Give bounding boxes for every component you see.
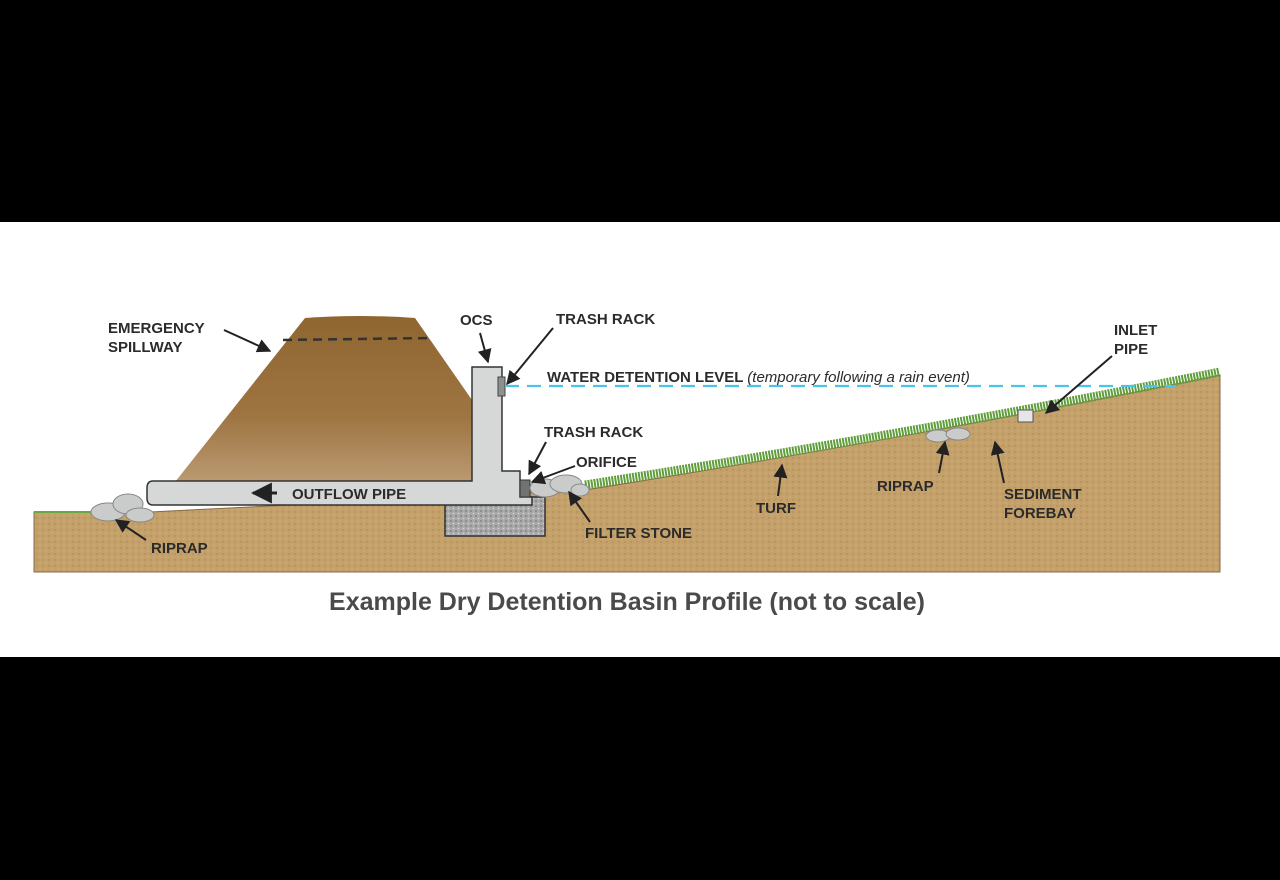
riprap-left xyxy=(90,493,155,523)
inlet-pipe xyxy=(1017,409,1034,423)
arrow-sediment-forebay xyxy=(990,440,1005,484)
emergency-spillway-line xyxy=(282,336,433,342)
arrow-riprap-left xyxy=(114,519,147,541)
arrow-inlet-pipe xyxy=(1044,355,1113,414)
label-inlet-pipe-2: PIPE xyxy=(1114,341,1148,358)
arrow-filter-stone xyxy=(568,490,591,523)
label-trash-rack-top: TRASH RACK xyxy=(556,311,655,328)
arrow-ocs xyxy=(477,332,492,364)
label-riprap-left: RIPRAP xyxy=(151,540,208,557)
arrow-trash-rack-bottom xyxy=(528,441,547,476)
arrow-orifice xyxy=(530,465,576,485)
label-emergency-spillway-1: EMERGENCY xyxy=(108,320,205,337)
turf-grass xyxy=(584,367,1221,490)
arrow-trash-rack-top xyxy=(506,327,554,386)
label-riprap-right: RIPRAP xyxy=(877,478,934,495)
orifice xyxy=(519,479,531,498)
label-inlet-pipe-1: INLET xyxy=(1114,322,1157,339)
arrow-spillway xyxy=(223,329,272,353)
label-filter-stone: FILTER STONE xyxy=(585,525,692,542)
label-sediment-forebay-1: SEDIMENT xyxy=(1004,486,1082,503)
riprap-right xyxy=(925,427,971,443)
label-trash-rack-bottom: TRASH RACK xyxy=(544,424,643,441)
label-water-detention-level: WATER DETENTION LEVEL (temporary followi… xyxy=(547,369,970,386)
arrow-riprap-right xyxy=(935,440,950,474)
trash-rack-top xyxy=(497,376,506,397)
label-ocs: OCS xyxy=(460,312,493,329)
diagram-caption: Example Dry Detention Basin Profile (not… xyxy=(329,588,925,616)
label-emergency-spillway-2: SPILLWAY xyxy=(108,339,182,356)
label-outflow-pipe: OUTFLOW PIPE xyxy=(292,486,406,503)
arrow-turf xyxy=(773,463,788,497)
outflow-control-structure xyxy=(146,366,533,506)
berm xyxy=(175,316,472,482)
label-orifice: ORIFICE xyxy=(576,454,637,471)
water-level-note: (temporary following a rain event) xyxy=(747,369,970,386)
label-sediment-forebay-2: FOREBAY xyxy=(1004,505,1076,522)
label-turf: TURF xyxy=(756,500,796,517)
water-level-text: WATER DETENTION LEVEL xyxy=(547,369,743,386)
